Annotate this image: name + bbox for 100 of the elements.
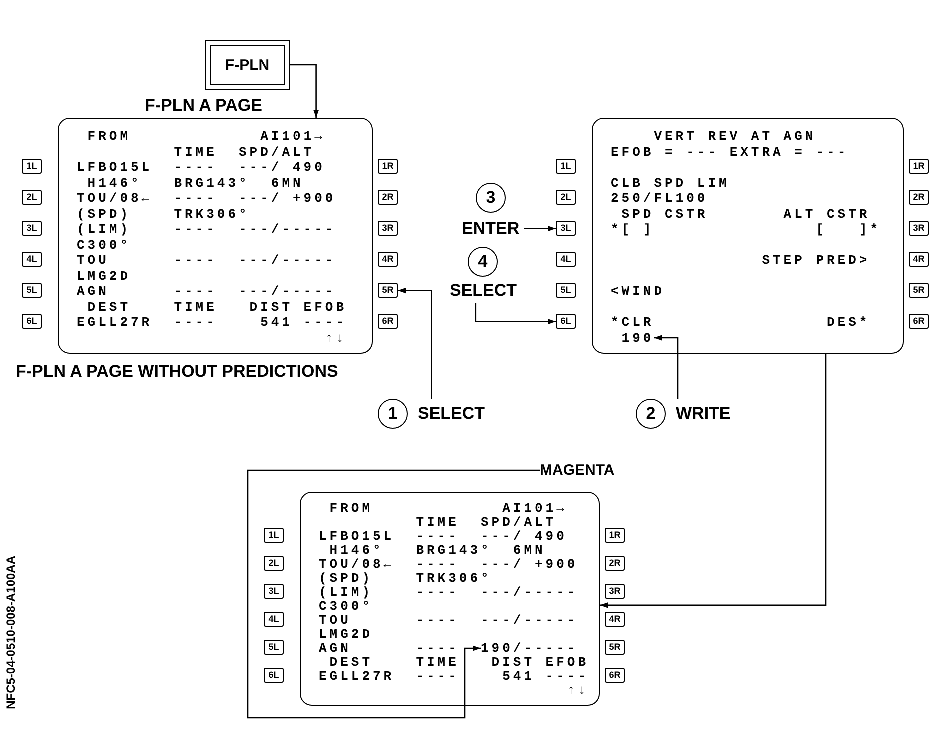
line-select-key: 3R (605, 584, 625, 598)
screen-text: ---- (174, 191, 218, 206)
arrow (600, 354, 827, 608)
action-label: SELECT (418, 404, 486, 424)
screen-text: <WIND (611, 284, 666, 299)
screen-text: ---/----- (239, 284, 336, 299)
line-select-key: 2R (909, 190, 929, 206)
line-select-key: 4L (556, 252, 576, 268)
screen-text: (SPD) (319, 571, 374, 586)
line-select-key: 6L (556, 314, 576, 330)
screen-text: H146° (88, 176, 142, 190)
screen-text: DES* (827, 315, 870, 330)
line-select-key: 6R (909, 314, 929, 330)
screen-text: DIST (492, 655, 536, 670)
line-select-key: 3L (556, 221, 576, 236)
arrow (524, 226, 556, 232)
screen-text: ---- (174, 284, 218, 299)
line-select-key: 4L (264, 612, 284, 626)
screen-text: ---- (416, 557, 460, 572)
screen-text: (LIM) (319, 585, 374, 600)
screen-text: STEP PRED> (762, 253, 870, 268)
screen-text: ALT CSTR (784, 206, 870, 222)
screen-text: TIME (174, 300, 218, 314)
screen-text: EFOB = --- EXTRA = --- (611, 144, 849, 160)
reference-code: NFC5-04-0510-008-A100AA (4, 556, 18, 710)
screen-text: *[ ] (611, 222, 654, 237)
line-select-key: 3L (264, 584, 284, 598)
screen-text: ---/----- (239, 222, 336, 237)
screen-text: TOU (77, 253, 110, 268)
screen-text: TIME (416, 655, 460, 670)
screen-text: 6MN (271, 176, 304, 190)
screen-text: ---/----- (481, 585, 578, 600)
line-select-key: 1R (909, 159, 929, 174)
screen-text: (LIM) (77, 222, 132, 237)
screen-text: TIME (174, 144, 218, 160)
screen-text: DEST (88, 300, 132, 314)
screen-text: ---/----- (239, 253, 336, 268)
line-select-key: 6L (22, 314, 42, 330)
line-select-key: 4R (605, 612, 625, 626)
screen-text: ---- (174, 222, 218, 237)
line-select-key: 1R (605, 528, 625, 542)
screen-text: ---/----- (481, 613, 578, 628)
screen-text: VERT REV AT AGN (654, 129, 816, 144)
screen-text: TOU/08← (77, 191, 153, 206)
screen-text: 250/FL100 (611, 191, 708, 206)
screen-text: 190 (622, 330, 654, 346)
line-select-key: 2L (22, 190, 42, 206)
screen-text: TRK306° (416, 571, 492, 586)
screen-text: CLB SPD LIM (611, 176, 730, 190)
screen-text: ↑↓ (567, 683, 589, 698)
screen-text: ---/ 490 (481, 529, 568, 544)
step-number: 3 (476, 183, 506, 213)
annotation-text: MAGENTA (540, 462, 615, 479)
screen-text: ---- (416, 669, 460, 684)
step-number: 2 (636, 399, 666, 429)
arrow (247, 470, 540, 719)
screen-text: ---- (416, 613, 460, 628)
screen-text: DEST (330, 655, 374, 670)
screen-text: ↑↓ (325, 330, 347, 346)
arrow (290, 64, 320, 118)
screen-text: EFOB (546, 655, 590, 670)
screen-text: SPD CSTR (622, 206, 708, 222)
screen-text: SPD/ALT (481, 515, 557, 530)
screen-text: EGLL27R (319, 669, 395, 684)
screen-text: C300° (77, 238, 132, 252)
screen-text: ---- (416, 585, 460, 600)
line-select-key: 3R (378, 221, 398, 236)
line-select-key: 4L (22, 252, 42, 268)
screen-text: 6MN (513, 543, 546, 558)
screen-text: ---- (174, 253, 218, 268)
line-select-key: 5R (378, 283, 398, 298)
action-label: WRITE (676, 404, 731, 424)
screen-text: EFOB (304, 300, 348, 314)
screen-text: TOU/08← (319, 557, 395, 572)
screen-text: LFBO15L (319, 529, 395, 544)
line-select-key: 1L (556, 159, 576, 174)
line-select-key: 5L (22, 283, 42, 298)
screen-text: AGN (77, 284, 110, 299)
screen-text: AI101→ (502, 501, 568, 516)
function-key: F-PLN (205, 40, 290, 90)
screen-text: ---/ +900 (239, 191, 336, 206)
line-select-key: 4R (378, 252, 398, 268)
screen-text: SPD/ALT (239, 144, 315, 160)
screen-text: (SPD) (77, 206, 132, 222)
line-select-key: 6R (605, 668, 625, 682)
screen-text: TRK306° (174, 206, 250, 222)
arrow (654, 335, 679, 399)
line-select-key: 5L (264, 640, 284, 654)
line-select-key: 5R (909, 283, 929, 298)
line-select-key: 2L (264, 556, 284, 570)
step-number: 1 (378, 399, 408, 429)
screen-text: FROM (330, 501, 374, 516)
screen-text: ---- (304, 315, 348, 330)
screen-text: LMG2D (77, 268, 132, 284)
screen-text: LMG2D (319, 627, 374, 642)
line-select-key: 6L (264, 668, 284, 682)
screen-text: H146° (330, 543, 384, 558)
screen-text: EGLL27R (77, 315, 153, 330)
screen-text: C300° (319, 599, 374, 614)
screen-text: ---- (174, 315, 218, 330)
